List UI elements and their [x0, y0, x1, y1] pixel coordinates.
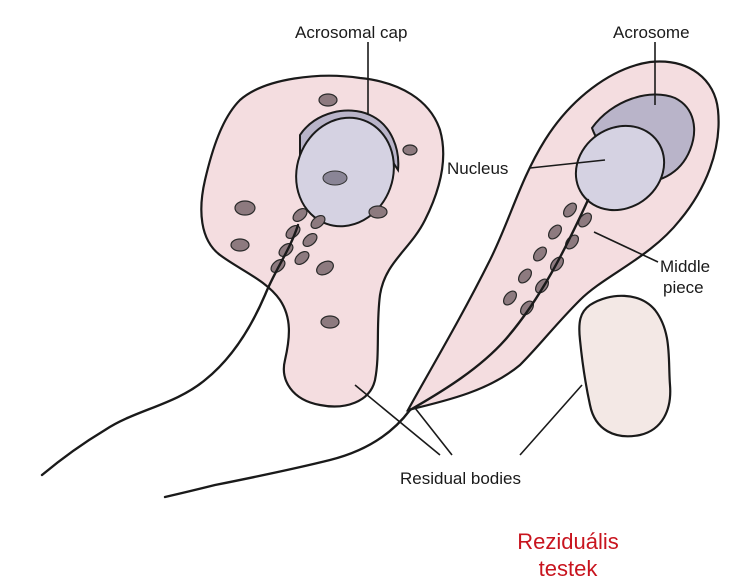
detached-residual-body	[578, 294, 672, 438]
right-tail	[163, 408, 412, 499]
label-translation-line1: Reziduális	[517, 529, 619, 554]
label-middle-piece-line2: piece	[663, 278, 704, 297]
label-acrosomal-cap: Acrosomal cap	[295, 23, 407, 42]
right-axoneme	[408, 198, 590, 412]
left-spermatid	[40, 74, 445, 477]
left-nucleus-core	[322, 170, 348, 186]
right-nucleus	[574, 124, 666, 212]
label-translation-line2: testek	[539, 556, 599, 581]
left-nucleus	[295, 116, 395, 228]
label-residual-bodies: Residual bodies	[400, 469, 521, 488]
left-cytoplasm-granules	[230, 93, 418, 329]
leader-lines	[354, 42, 659, 456]
label-acrosome: Acrosome	[613, 23, 690, 42]
left-tail	[40, 223, 300, 477]
label-middle-piece-line1: Middle	[660, 257, 710, 276]
right-spermatid	[405, 60, 720, 412]
label-nucleus: Nucleus	[447, 159, 508, 178]
